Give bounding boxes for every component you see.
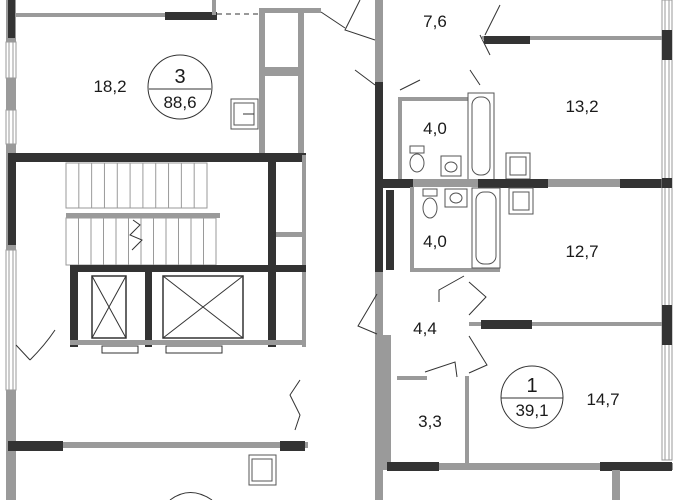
door-swing — [15, 329, 56, 361]
room-area-label: 3,3 — [418, 412, 442, 431]
door-swing — [357, 275, 488, 378]
rooms-count: 1 — [526, 375, 537, 397]
sink-icon — [248, 454, 277, 486]
sink-icon — [508, 187, 534, 215]
elevator-block — [70, 265, 306, 354]
window — [5, 249, 17, 391]
stairs — [65, 162, 220, 266]
door-swing — [354, 4, 501, 91]
left-exterior-wall — [5, 0, 17, 500]
elevator-icon — [162, 275, 244, 339]
room-area-label: 12,7 — [565, 242, 598, 261]
bathtub-icon — [467, 92, 495, 181]
right-exterior-wall — [661, 0, 673, 461]
elevator-icon — [91, 275, 127, 339]
total-area: 88,6 — [163, 93, 196, 112]
toilet-icon — [422, 188, 438, 219]
sink-icon — [505, 152, 531, 180]
window — [5, 109, 17, 145]
door-swing — [289, 379, 301, 431]
bathtub-icon — [471, 187, 501, 269]
room-area-label: 4,0 — [423, 232, 447, 251]
sink-icon — [230, 98, 259, 130]
rooms-count: 3 — [174, 66, 185, 88]
apartment-badge: 1 39,1 — [500, 365, 564, 429]
toilet-icon — [409, 145, 425, 173]
window — [5, 41, 17, 79]
shaft — [259, 8, 346, 156]
room-area-label: 14,7 — [586, 390, 619, 409]
room-area-label: 7,6 — [423, 12, 447, 31]
total-area: 39,1 — [515, 401, 548, 420]
room-area-label: 18,2 — [93, 77, 126, 96]
apartment-badge: 3 88,6 — [147, 54, 213, 120]
room-area-label: 4,0 — [423, 119, 447, 138]
sink-icon — [440, 155, 462, 177]
sink-icon — [444, 188, 468, 208]
room-area-label: 4,4 — [413, 319, 437, 338]
room-area-label: 13,2 — [565, 97, 598, 116]
